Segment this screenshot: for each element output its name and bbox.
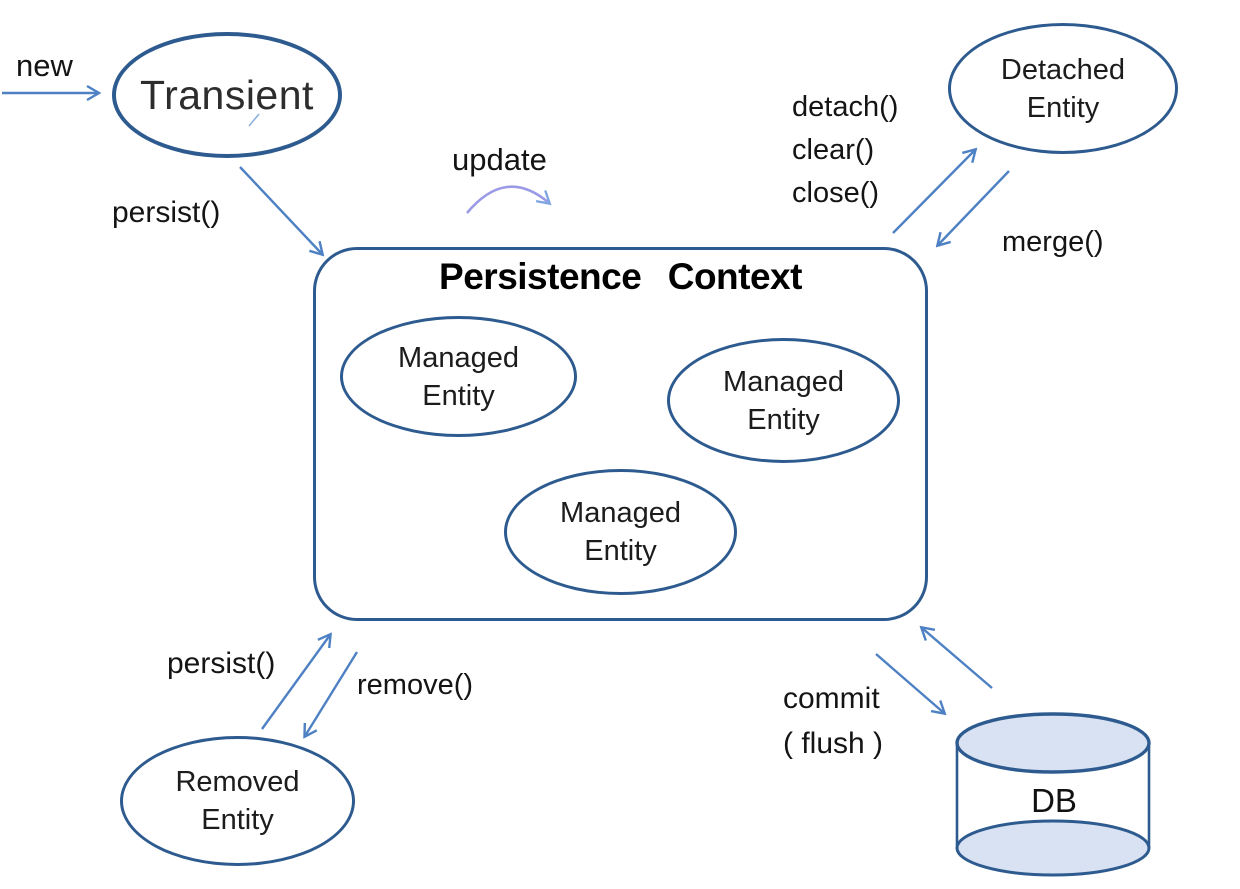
detach-label: detach() [792, 91, 899, 123]
persist-transient-label: persist() [112, 196, 221, 229]
transient-node: Transient [112, 32, 342, 158]
new-label: new [16, 48, 73, 83]
detach-arrow [892, 150, 975, 234]
managed-label-line2: Entity [422, 379, 495, 412]
removed-label-line1: Removed [175, 766, 300, 798]
managed-entity-node-3: Managed Entity [504, 469, 737, 595]
db-label: DB [1031, 782, 1077, 819]
commit-arrow-to-db [875, 653, 944, 713]
remove-arrow [305, 651, 359, 736]
close-label: close() [792, 177, 880, 209]
detached-label-line2: Entity [1026, 91, 1100, 124]
managed-label-line1: Managed [398, 341, 519, 374]
commit-label: commit [783, 682, 880, 715]
merge-arrow [938, 170, 1010, 245]
removed-entity-node: Removed Entity [120, 736, 355, 866]
managed-entity-node-2: Managed Entity [667, 338, 900, 463]
update-label: update [452, 142, 547, 177]
managed-entity-node-1: Managed Entity [340, 316, 577, 437]
removed-label-line2: Entity [201, 804, 274, 836]
detached-label-line1: Detached [1000, 53, 1126, 86]
remove-label: remove() [357, 669, 474, 701]
managed-label-line2: Entity [584, 535, 657, 567]
clear-label: clear() [792, 134, 875, 166]
managed-label-line1: Managed [560, 497, 681, 529]
managed-label-line2: Entity [747, 403, 820, 436]
detached-entity-node: Detached Entity [948, 23, 1178, 154]
persist-transient-arrow [239, 166, 322, 254]
persist-removed-label: persist() [167, 647, 276, 680]
commit-arrow-to-context [922, 628, 993, 689]
update-arrow [465, 185, 549, 214]
persistence-context-title: Persistence Context [439, 256, 802, 297]
flush-label: ( flush ) [783, 727, 884, 760]
transient-label: Transient [140, 72, 314, 118]
merge-label: merge() [1002, 226, 1104, 258]
managed-label-line1: Managed [723, 365, 844, 398]
